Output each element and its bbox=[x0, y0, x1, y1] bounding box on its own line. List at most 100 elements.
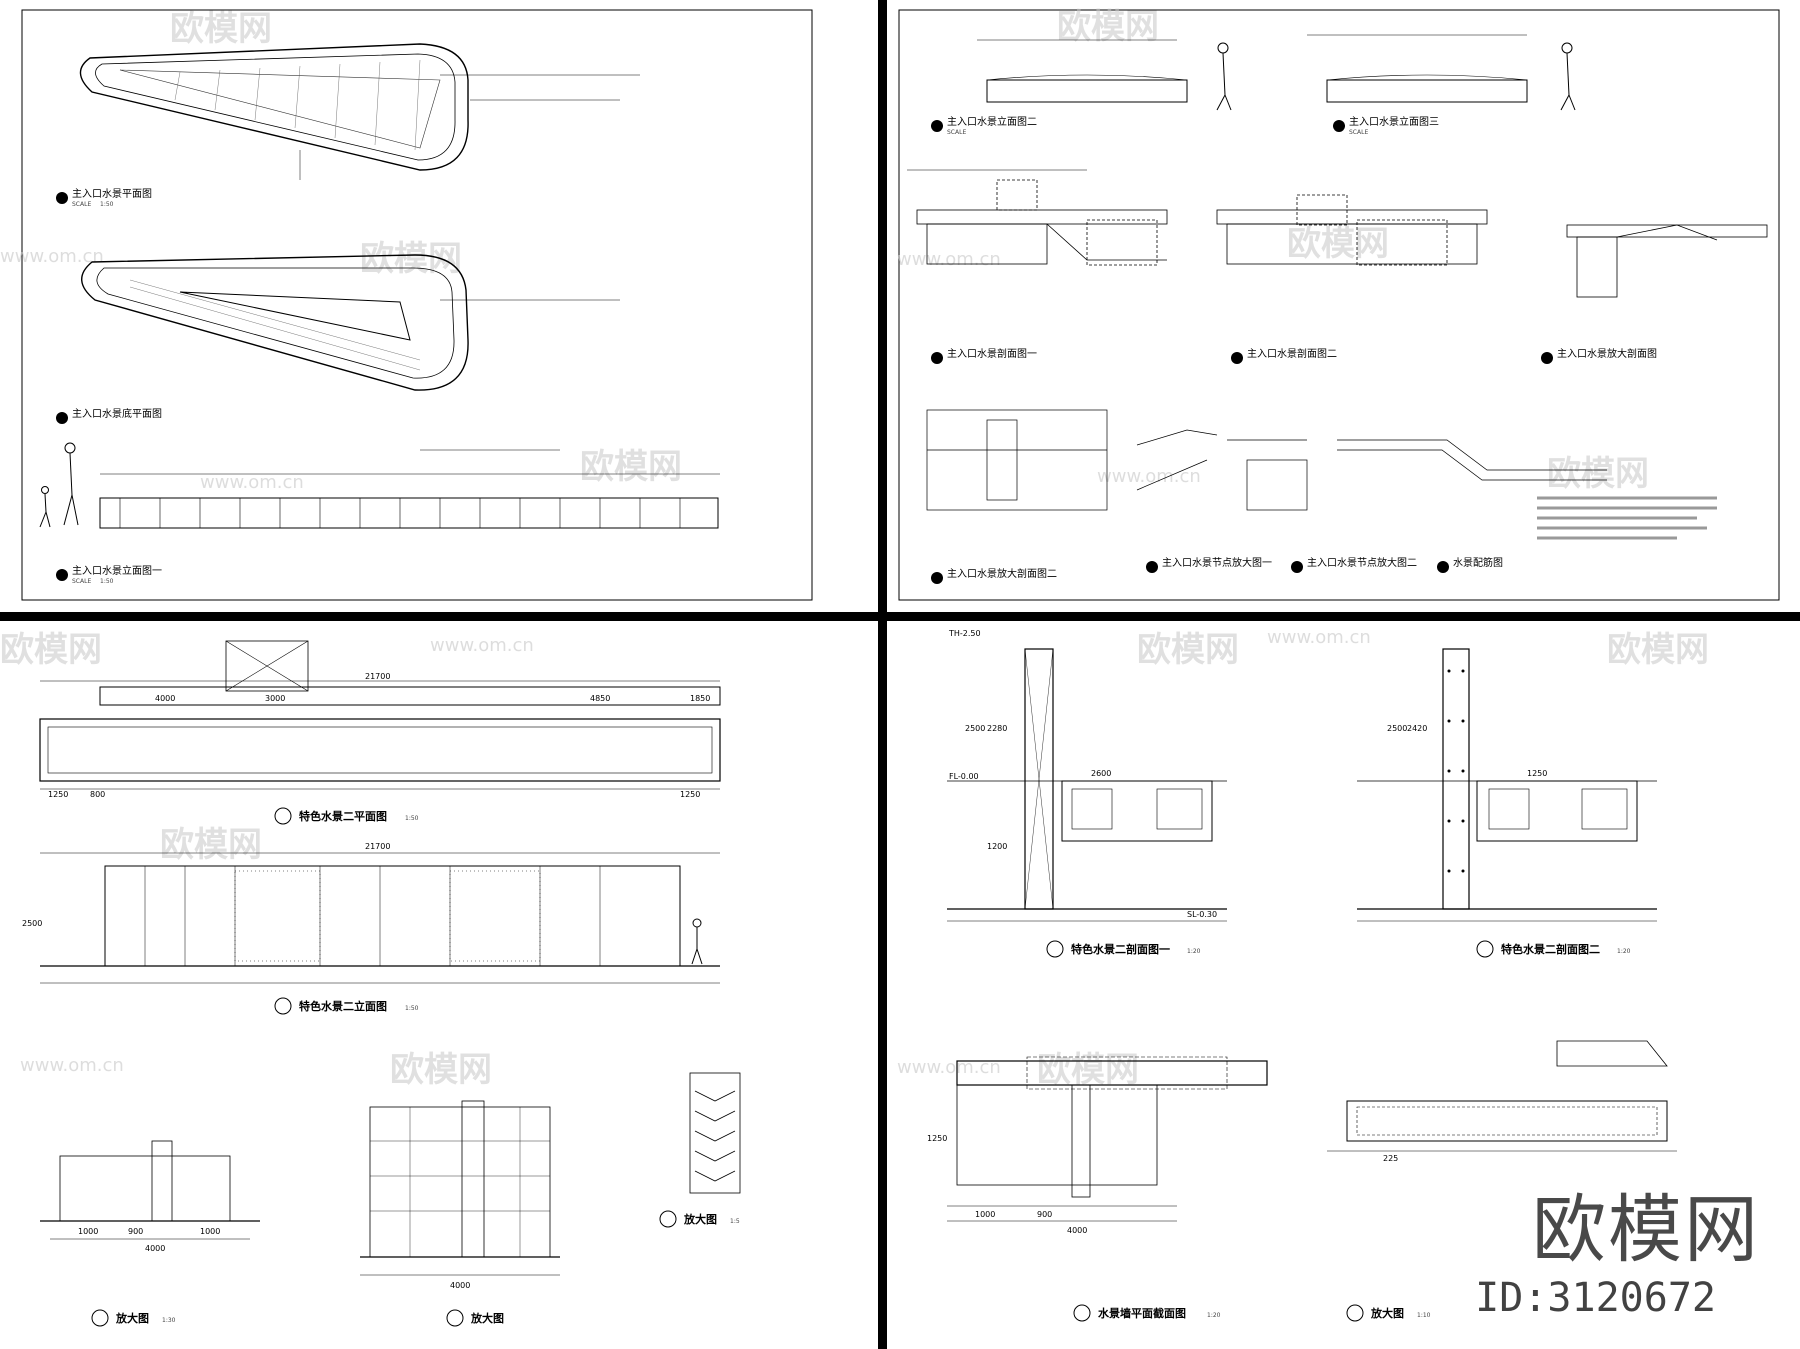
svg-text:1250: 1250 bbox=[927, 1134, 947, 1143]
watermark-logo: 欧模网 bbox=[170, 9, 272, 49]
elevation-wall bbox=[99, 449, 720, 529]
watermark-url: www.om.cn bbox=[0, 246, 104, 267]
watermark-url: www.om.cn bbox=[200, 472, 304, 493]
drawing-number bbox=[446, 1309, 464, 1327]
title-marker bbox=[56, 569, 68, 581]
drawing-number bbox=[659, 1210, 677, 1228]
sec1-title: 主入口水景剖面图一 bbox=[947, 347, 1037, 360]
svg-text:900: 900 bbox=[1037, 1210, 1052, 1219]
svg-text:900: 900 bbox=[128, 1227, 143, 1236]
svg-text:SCALE: SCALE bbox=[947, 129, 966, 136]
title-marker bbox=[1541, 352, 1553, 364]
watermark-logo: 欧模网 bbox=[0, 630, 102, 670]
detail-four bbox=[360, 1100, 560, 1276]
drawing-number bbox=[1073, 1304, 1091, 1322]
elevation-title: 主入口水景立面图一 bbox=[72, 564, 162, 577]
drawing-number bbox=[274, 997, 292, 1015]
drawing-number bbox=[91, 1309, 109, 1327]
svg-text:21700: 21700 bbox=[365, 672, 390, 681]
detail-five bbox=[689, 1072, 741, 1194]
svg-text:2500: 2500 bbox=[1387, 724, 1407, 733]
sheet1-drawing: 欧模网 www.om.cn 欧模网 www.om.cn 欧模网 主入口水景平面图… bbox=[0, 9, 813, 601]
svg-text:1000: 1000 bbox=[975, 1210, 995, 1219]
drawing-number bbox=[1046, 940, 1064, 958]
elevation-title: 特色水景二立面图 bbox=[299, 999, 387, 1013]
plan-section-title: 水景墙平面截面图 bbox=[1098, 1306, 1186, 1320]
watermark-url: www.om.cn bbox=[897, 249, 1001, 270]
watermark-url: www.om.cn bbox=[20, 1055, 124, 1076]
general-notes bbox=[1537, 496, 1717, 540]
title-marker bbox=[931, 352, 943, 364]
sec-big-title: 主入口水景放大剖面图 bbox=[1557, 347, 1657, 360]
svg-text:1250: 1250 bbox=[1527, 769, 1547, 778]
svg-text:SL-0.30: SL-0.30 bbox=[1187, 910, 1217, 919]
title-marker bbox=[1146, 561, 1158, 573]
watermark-logo: 欧模网 bbox=[1057, 7, 1159, 47]
plan-pool-outline bbox=[79, 43, 640, 180]
detail-three bbox=[40, 1140, 260, 1240]
watermark-url: www.om.cn bbox=[1267, 627, 1371, 648]
title-marker bbox=[1291, 561, 1303, 573]
svg-text:2420: 2420 bbox=[1407, 724, 1427, 733]
watermark-url: www.om.cn bbox=[430, 635, 534, 656]
detail-title: 放大图 bbox=[1370, 1306, 1404, 1320]
brand-id: ID:3120672 bbox=[1475, 1275, 1716, 1321]
svg-text:2280: 2280 bbox=[987, 724, 1007, 733]
sheet-divider-vertical bbox=[878, 0, 887, 1349]
plan-title: 主入口水景平面图 bbox=[72, 188, 152, 200]
watermark-logo: 欧模网 bbox=[360, 239, 462, 279]
feature-plan bbox=[39, 640, 721, 790]
svg-text:FL-0.00: FL-0.00 bbox=[949, 772, 979, 781]
svg-text:3000: 3000 bbox=[265, 694, 285, 703]
detail-pipe bbox=[1337, 439, 1607, 481]
pipe-title: 水景配筋图 bbox=[1453, 556, 1503, 569]
sheet-entrance-fountain-sections: 欧模网 www.om.cn 欧模网 欧模网 www.om.cn 主入口水景立面图… bbox=[887, 0, 1800, 612]
svg-text:1:10: 1:10 bbox=[1417, 1312, 1431, 1319]
svg-text:225: 225 bbox=[1383, 1154, 1398, 1163]
svg-text:1:20: 1:20 bbox=[1187, 948, 1201, 955]
detail3-title: 放大图 bbox=[115, 1311, 149, 1325]
sheet-entrance-fountain-plans: 欧模网 www.om.cn 欧模网 www.om.cn 欧模网 主入口水景平面图… bbox=[0, 0, 878, 612]
section-enlarged bbox=[1566, 224, 1768, 298]
brand-logo: 欧模网 bbox=[1532, 1187, 1760, 1273]
wall-plan-section bbox=[947, 1056, 1268, 1222]
sheet4-drawing: 欧模网 欧模网 www.om.cn 欧模网 www.om.cn 2500 228… bbox=[897, 627, 1709, 1322]
detail-node2 bbox=[1227, 439, 1308, 511]
svg-text:2600: 2600 bbox=[1091, 769, 1111, 778]
base-plan-pool-outline bbox=[81, 254, 620, 391]
svg-text:800: 800 bbox=[90, 790, 105, 799]
svg-text:1:50: 1:50 bbox=[405, 1005, 419, 1012]
watermark-logo: 欧模网 bbox=[580, 447, 682, 487]
title-marker bbox=[931, 120, 943, 132]
elev3-title: 主入口水景立面图三 bbox=[1349, 115, 1439, 128]
watermark-logo: 欧模网 bbox=[160, 825, 262, 865]
svg-text:1000: 1000 bbox=[78, 1227, 98, 1236]
svg-text:SCALE: SCALE bbox=[72, 201, 91, 208]
svg-text:1000: 1000 bbox=[200, 1227, 220, 1236]
svg-text:TH-2.50: TH-2.50 bbox=[948, 629, 981, 638]
detail-big1 bbox=[926, 409, 1108, 511]
drawing-number bbox=[274, 807, 292, 825]
node2-title: 主入口水景节点放大图二 bbox=[1307, 556, 1417, 569]
section-two bbox=[1216, 194, 1488, 266]
svg-text:4000: 4000 bbox=[145, 1244, 165, 1253]
svg-text:1:50: 1:50 bbox=[405, 815, 419, 822]
plan-title: 特色水景二平面图 bbox=[299, 809, 387, 823]
elevation-three bbox=[1307, 34, 1576, 111]
title-marker bbox=[1437, 561, 1449, 573]
watermark-logo: 欧模网 bbox=[390, 1050, 492, 1090]
title-marker bbox=[56, 192, 68, 204]
svg-text:4850: 4850 bbox=[590, 694, 610, 703]
watermark-logo: 欧模网 bbox=[1607, 630, 1709, 670]
svg-text:2500: 2500 bbox=[22, 919, 42, 928]
title-marker bbox=[1231, 352, 1243, 364]
svg-text:1:30: 1:30 bbox=[162, 1317, 176, 1324]
watermark-url: www.om.cn bbox=[1097, 466, 1201, 487]
svg-text:1:50: 1:50 bbox=[100, 201, 114, 208]
svg-text:21700: 21700 bbox=[365, 842, 390, 851]
watermark-logo: 欧模网 bbox=[1037, 1050, 1139, 1090]
sec1-title: 特色水景二剖面图一 bbox=[1071, 942, 1170, 956]
svg-text:1:20: 1:20 bbox=[1617, 948, 1631, 955]
svg-text:4000: 4000 bbox=[155, 694, 175, 703]
watermark-url: www.om.cn bbox=[897, 1057, 1001, 1078]
